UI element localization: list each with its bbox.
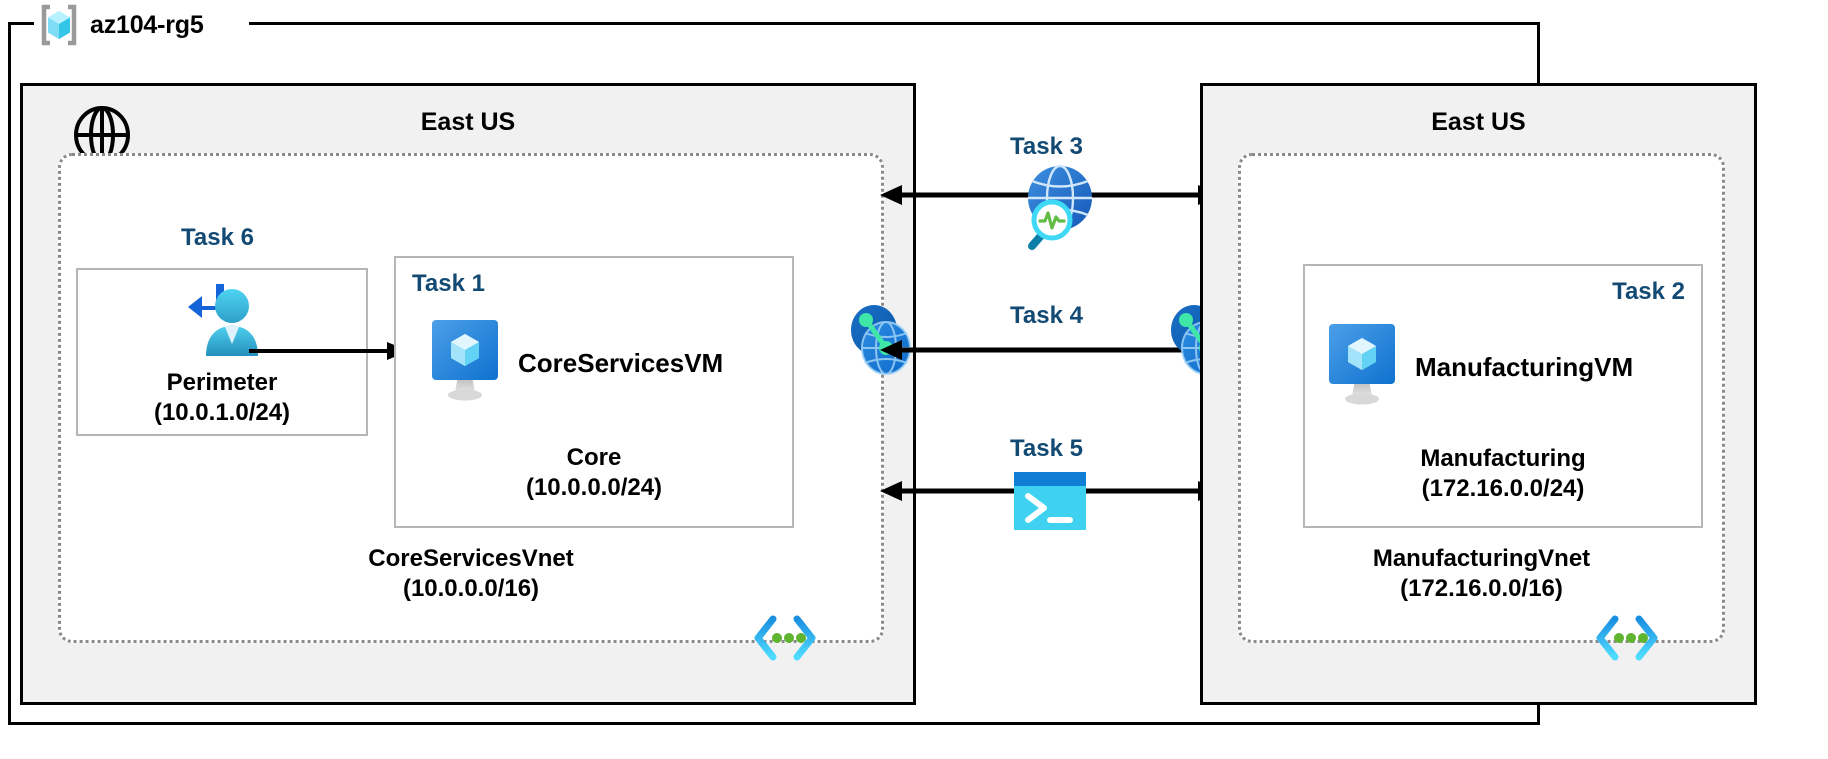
- network-watcher-icon: [1008, 160, 1100, 254]
- vnet-coreservicesvnet-name: CoreServicesVnet: [368, 545, 574, 572]
- vnet-manufacturingvnet-name: ManufacturingVnet: [1372, 545, 1591, 572]
- subnet-manufacturing-name: Manufacturing: [1420, 445, 1586, 472]
- vnet-coreservicesvnet: Task 6: [58, 153, 884, 661]
- region-east-us-right: East US Task 2: [1200, 83, 1757, 705]
- azure-bastion-user-icon: [184, 280, 270, 364]
- subnet-manufacturing-label: Manufacturing (172.16.0.0/24): [1305, 444, 1701, 504]
- region-title-left: East US: [420, 108, 516, 136]
- vnet-manufacturingvnet-label: ManufacturingVnet (172.16.0.0/16): [1241, 544, 1722, 604]
- connector-label-task4: Task 4: [1010, 302, 1083, 329]
- subnet-core: Task 1: [394, 256, 794, 528]
- virtual-machine-icon: [1325, 322, 1399, 413]
- vm-manufacturingvm-row: ManufacturingVM: [1325, 322, 1633, 413]
- subnet-manufacturing: Task 2: [1303, 264, 1703, 528]
- subnet-perimeter-label: Perimeter (10.0.1.0/24): [78, 368, 366, 428]
- subnet-core-label: Core (10.0.0.0/24): [396, 443, 792, 503]
- cloud-shell-icon: [1012, 470, 1088, 532]
- network-security-group-icon: [751, 613, 819, 663]
- vnet-manufacturingvnet: Task 2: [1238, 153, 1725, 661]
- task-label-2: Task 2: [1612, 278, 1685, 305]
- task-label-1: Task 1: [412, 270, 485, 297]
- subnet-core-cidr: (10.0.0.0/24): [525, 474, 663, 501]
- vm-coreservicesvm-row: CoreServicesVM: [428, 318, 723, 409]
- network-security-group-icon: [1593, 613, 1661, 663]
- subnet-core-name: Core: [566, 444, 622, 471]
- subnet-perimeter-cidr: (10.0.1.0/24): [153, 399, 291, 426]
- virtual-machine-icon: [428, 318, 502, 409]
- vnet-coreservicesvnet-cidr: (10.0.0.0/16): [402, 575, 540, 602]
- resource-group-header: az104-rg5: [36, 2, 214, 48]
- vm-manufacturingvm-name: ManufacturingVM: [1415, 352, 1634, 382]
- resource-group-name: az104-rg5: [90, 10, 204, 39]
- vnet-coreservicesvnet-label: CoreServicesVnet (10.0.0.0/16): [61, 544, 881, 604]
- connector-label-task5: Task 5: [1010, 435, 1083, 462]
- vnet-manufacturingvnet-cidr: (172.16.0.0/16): [1400, 575, 1563, 602]
- subnet-manufacturing-cidr: (172.16.0.0/24): [1421, 475, 1585, 502]
- vm-coreservicesvm-name: CoreServicesVM: [518, 348, 724, 378]
- region-title-right: East US: [1431, 108, 1526, 136]
- azure-resource-group-icon: [36, 2, 82, 48]
- task-label-6: Task 6: [181, 224, 254, 251]
- arrow-perimeter-to-core: [249, 339, 409, 363]
- region-east-us-left: East US Task 6: [20, 83, 916, 705]
- subnet-perimeter-name: Perimeter: [166, 369, 278, 396]
- connector-label-task3: Task 3: [1010, 133, 1083, 160]
